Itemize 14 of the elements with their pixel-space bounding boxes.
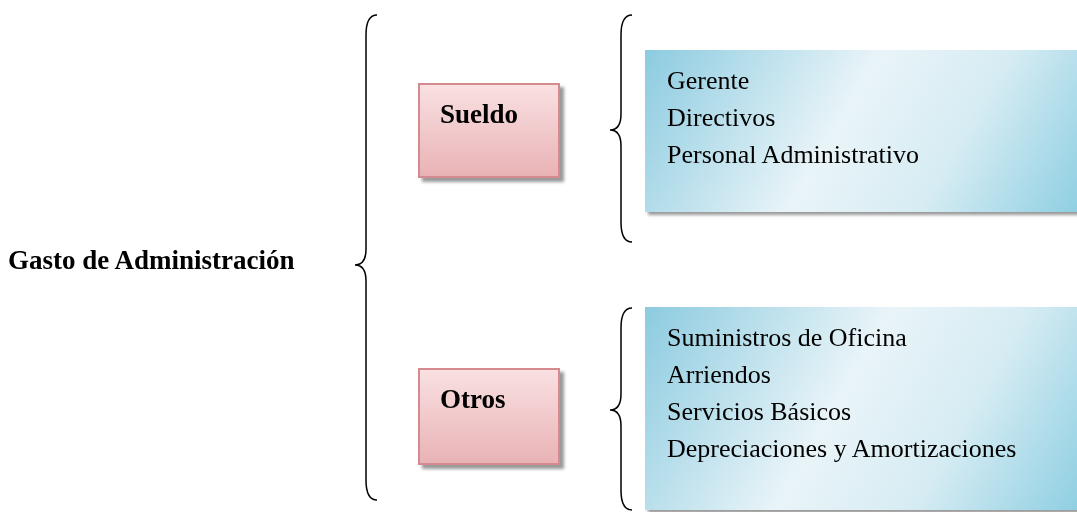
category-label: Sueldo <box>440 99 519 129</box>
list-item: Depreciaciones y Amortizaciones <box>667 433 1018 465</box>
category-box <box>418 368 560 465</box>
list-item: Directivos <box>667 102 777 134</box>
list-box <box>645 50 1077 212</box>
list-item: Suministros de Oficina <box>667 322 908 354</box>
list-item: Personal Administrativo <box>667 139 921 171</box>
root-label: Gasto de Administración <box>8 245 295 276</box>
category-box <box>418 83 560 178</box>
list-item: Gerente <box>667 65 751 97</box>
list-box <box>645 307 1077 510</box>
list-item: Servicios Básicos <box>667 396 853 428</box>
list-item: Arriendos <box>667 359 772 391</box>
category-label: Otros <box>440 384 506 414</box>
